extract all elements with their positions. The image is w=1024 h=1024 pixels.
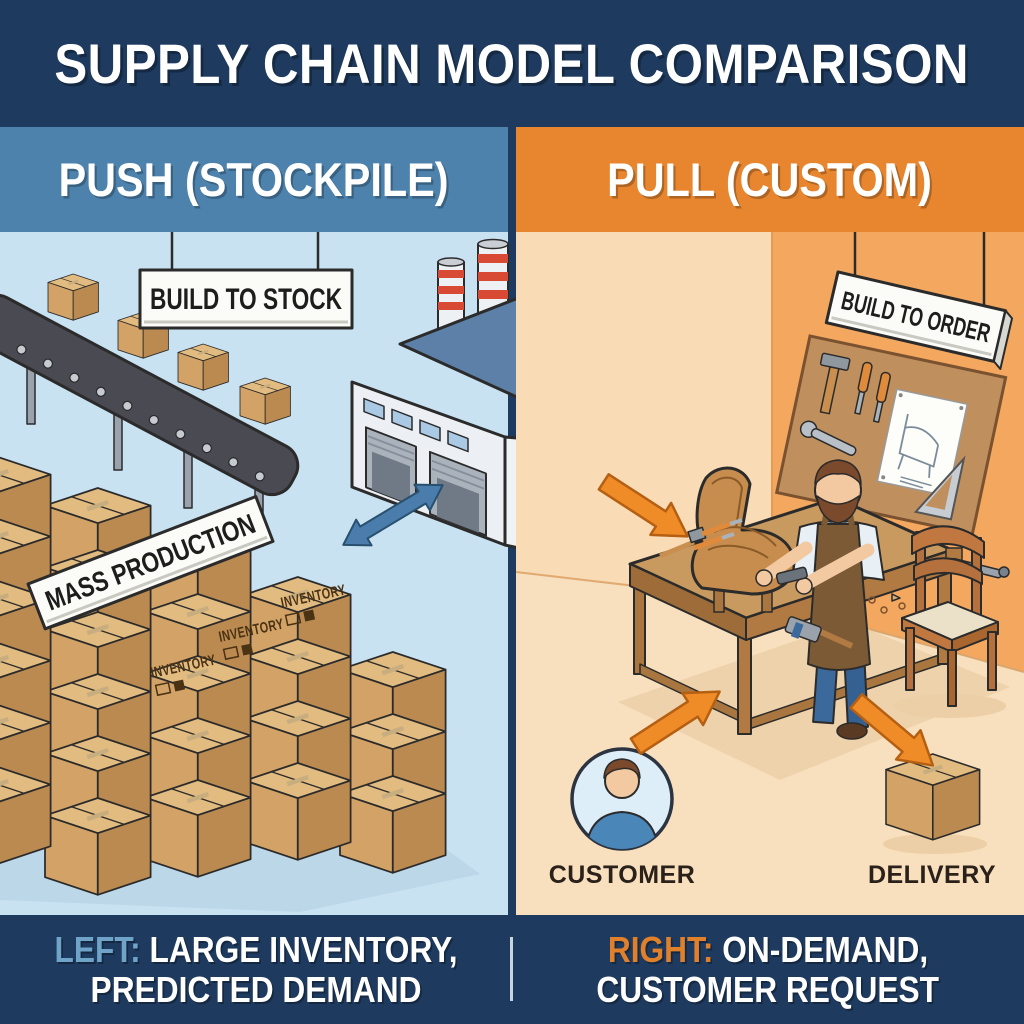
push-header-label: PUSH (STOCKPILE) [59,153,449,206]
double-arrow-icon [342,483,444,547]
footer-right-line1: ON-DEMAND, [722,928,929,970]
push-column-header: PUSH (STOCKPILE) [0,127,508,232]
bench-tools-icon [659,518,906,649]
footer-right-line2: CUSTOMER REQUEST [596,968,940,1010]
delivery-box-icon [883,752,987,854]
blueprint-icon [876,388,969,498]
hammer-icon [819,352,851,415]
build-to-stock-label: BUILD TO STOCK [150,283,342,316]
customer-avatar-icon [570,747,674,851]
footer-left-line2: PREDICTED DEMAND [90,968,422,1010]
summary-footer: LEFT: LARGE INVENTORY, PREDICTED DEMAND … [0,915,1024,1024]
pull-header-label: PULL (CUSTOM) [607,153,933,206]
footer-left-line1: LARGE INVENTORY, [149,928,458,970]
footer-left-summary: LEFT: LARGE INVENTORY, PREDICTED DEMAND [0,915,512,1024]
mallet-icon [784,616,854,649]
delivery-label: DELIVERY [868,861,996,889]
page-title: SUPPLY CHAIN MODEL COMPARISON [54,32,970,95]
footer-right-summary: RIGHT: ON-DEMAND, CUSTOMER REQUEST [512,915,1024,1024]
footer-left-prefix: LEFT: [54,928,141,970]
inventory-boxes-icon: INVENTORY INVENTORY INVENTORY [0,457,480,912]
craftsman-icon [755,459,885,740]
footer-divider [510,937,513,1001]
chair-icon [894,525,1006,718]
wrench-icon [799,420,857,456]
customer-label: CUSTOMER [549,861,696,889]
conveyor-belt-icon [0,272,300,547]
footer-right-prefix: RIGHT: [607,928,714,970]
pull-column-header: PULL (CUSTOM) [516,127,1024,232]
triangle-ruler-icon [913,455,966,521]
build-to-stock-sign: BUILD TO STOCK [138,232,354,330]
pull-panel-illustration: BUILD TO ORDER [515,232,1024,915]
title-banner: SUPPLY CHAIN MODEL COMPARISON [0,0,1024,127]
illustration-scene: BUILD TO STOCK [0,232,1024,915]
chisel-icon [854,361,891,423]
